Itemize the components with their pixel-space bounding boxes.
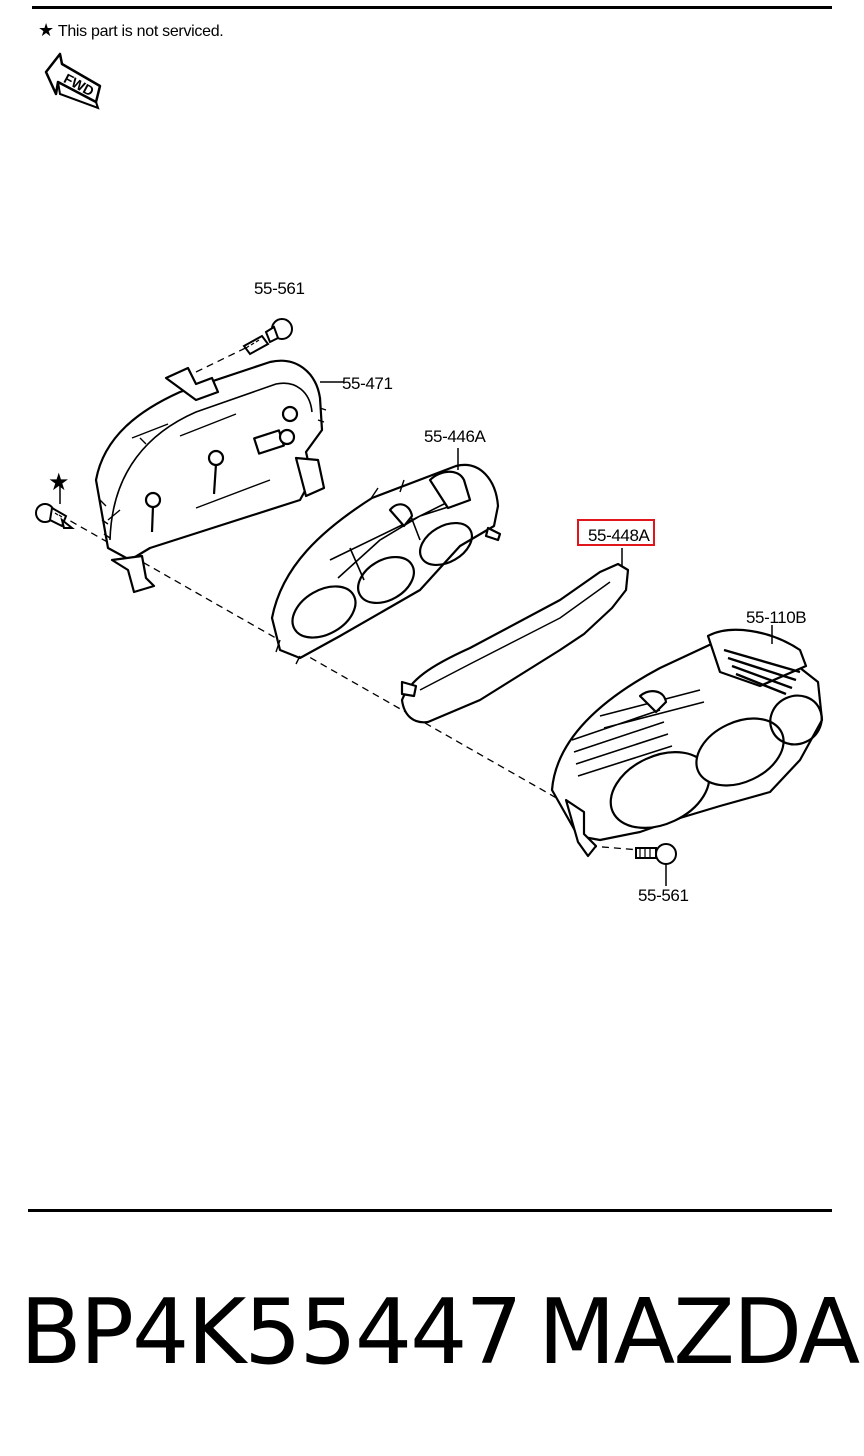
top-rule (32, 6, 832, 9)
gasket-plate-part (400, 562, 630, 724)
footer-brand: MAZDA (538, 1280, 860, 1385)
front-hood-part (550, 628, 824, 858)
bolt-top-icon (242, 318, 293, 356)
not-serviced-note: ★This part is not serviced. (38, 20, 224, 41)
exploded-parts-diagram: FWD ★ (35, 52, 824, 905)
highlight-box (577, 519, 655, 546)
callout-circuit-board: 55-446A (424, 427, 487, 446)
star-icon: ★ (38, 20, 54, 40)
fwd-arrow-icon: FWD (44, 52, 102, 110)
callout-bolt-bottom: 55-561 (638, 886, 689, 905)
callout-back-cover: 55-471 (342, 374, 393, 393)
circuit-board-part (270, 463, 502, 665)
footer-part-number: BP4K55447 (20, 1280, 523, 1385)
callout-front-hood: 55-110B (746, 608, 806, 627)
callout-gasket-plate: 55-448A (588, 526, 651, 545)
note-text: This part is not serviced. (57, 23, 224, 40)
bolt-left-icon (35, 503, 75, 529)
bolt-bottom-icon (635, 843, 677, 865)
bottom-rule (28, 1209, 832, 1212)
star-marker-icon: ★ (48, 468, 70, 496)
callout-bolt-top: 55-561 (254, 279, 305, 298)
back-cover-part (94, 359, 327, 594)
